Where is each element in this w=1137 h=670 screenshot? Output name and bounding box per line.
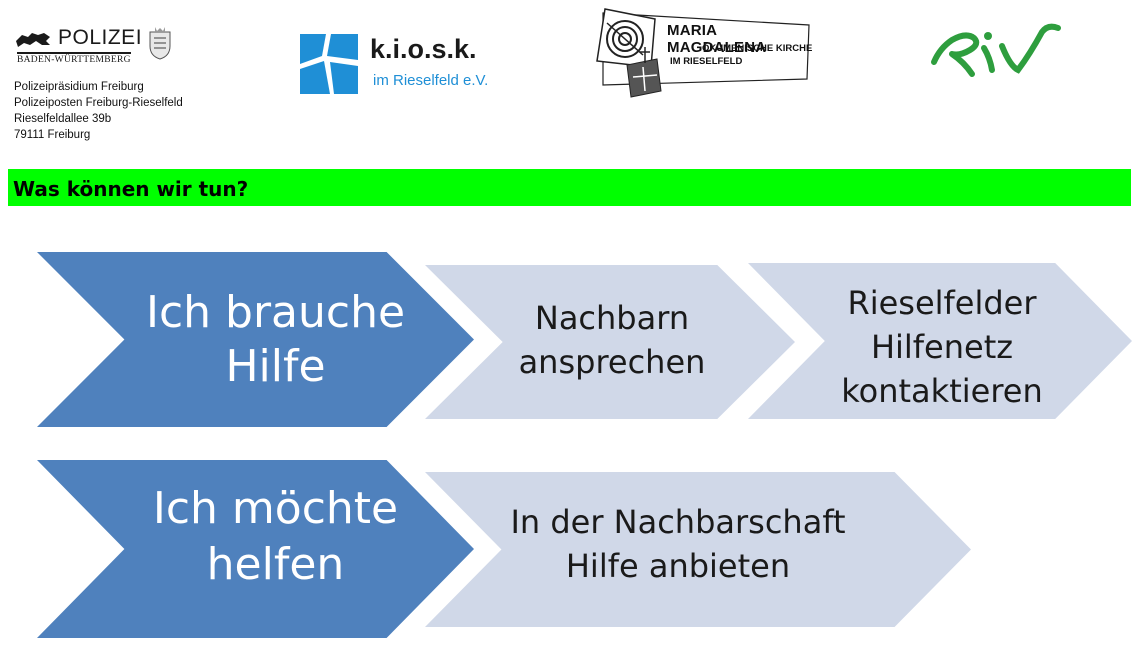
state-coat-of-arms-icon: [149, 27, 171, 60]
police-wordmark: POLIZEI: [58, 26, 143, 49]
church-subtitle: IM RIESELFELD: [670, 56, 743, 67]
kiosk-logo-mark-icon: [300, 34, 358, 94]
address-line: Polizeipräsidium Freiburg: [14, 81, 144, 93]
church-title: MARIA MAGDALENA: [667, 22, 767, 56]
chevron-label: helfen: [206, 539, 345, 590]
chevron-label: In der Nachbarschaft: [510, 502, 846, 541]
riv-logo-icon: [931, 23, 1061, 77]
chevron-label: Ich möchte: [152, 483, 399, 534]
chevron-ask-neighbors: Nachbarn ansprechen: [425, 265, 795, 419]
chevron-label: Ich brauche: [145, 286, 406, 338]
chevron-contact-help-network: Rieselfelder Hilfenetz kontaktieren: [748, 263, 1132, 419]
chevron-label: Hilfe: [225, 340, 326, 392]
kiosk-subtitle: im Rieselfeld e.V.: [373, 72, 489, 89]
chevron-label: Nachbarn: [534, 299, 690, 337]
chevron-offer-help: In der Nachbarschaft Hilfe anbieten: [425, 472, 971, 627]
police-logo: POLIZEI BADEN-WÜRTTEMBERG: [14, 26, 174, 74]
police-region: BADEN-WÜRTTEMBERG: [17, 52, 131, 65]
address-line: 79111 Freiburg: [14, 129, 91, 141]
address-line: Rieselfeldallee 39b: [14, 113, 112, 125]
church-subtitle: ÖKUMENISCHE KIRCHE: [702, 43, 813, 54]
chevron-label: ansprechen: [518, 343, 706, 381]
police-address: Polizeipräsidium Freiburg Polizeiposten …: [14, 79, 183, 143]
lion-emblem-icon: [16, 33, 50, 47]
chevron-label: Hilfenetz: [870, 328, 1014, 366]
chevron-label: kontaktieren: [841, 372, 1043, 410]
section-heading: Was können wir tun?: [8, 169, 1131, 206]
church-labyrinth-icon: [596, 8, 810, 98]
chevron-need-help: Ich brauche Hilfe: [37, 252, 474, 427]
chevron-label: Hilfe anbieten: [565, 546, 791, 585]
address-line: Polizeiposten Freiburg-Rieselfeld: [14, 97, 183, 109]
chevron-want-to-help: Ich möchte helfen: [37, 460, 474, 638]
church-logo: MARIA MAGDALENA ÖKUMENISCHE KIRCHE IM RI…: [585, 5, 815, 105]
chevron-label: Rieselfelder: [847, 284, 1037, 322]
kiosk-wordmark: k.i.o.s.k.: [370, 34, 477, 64]
